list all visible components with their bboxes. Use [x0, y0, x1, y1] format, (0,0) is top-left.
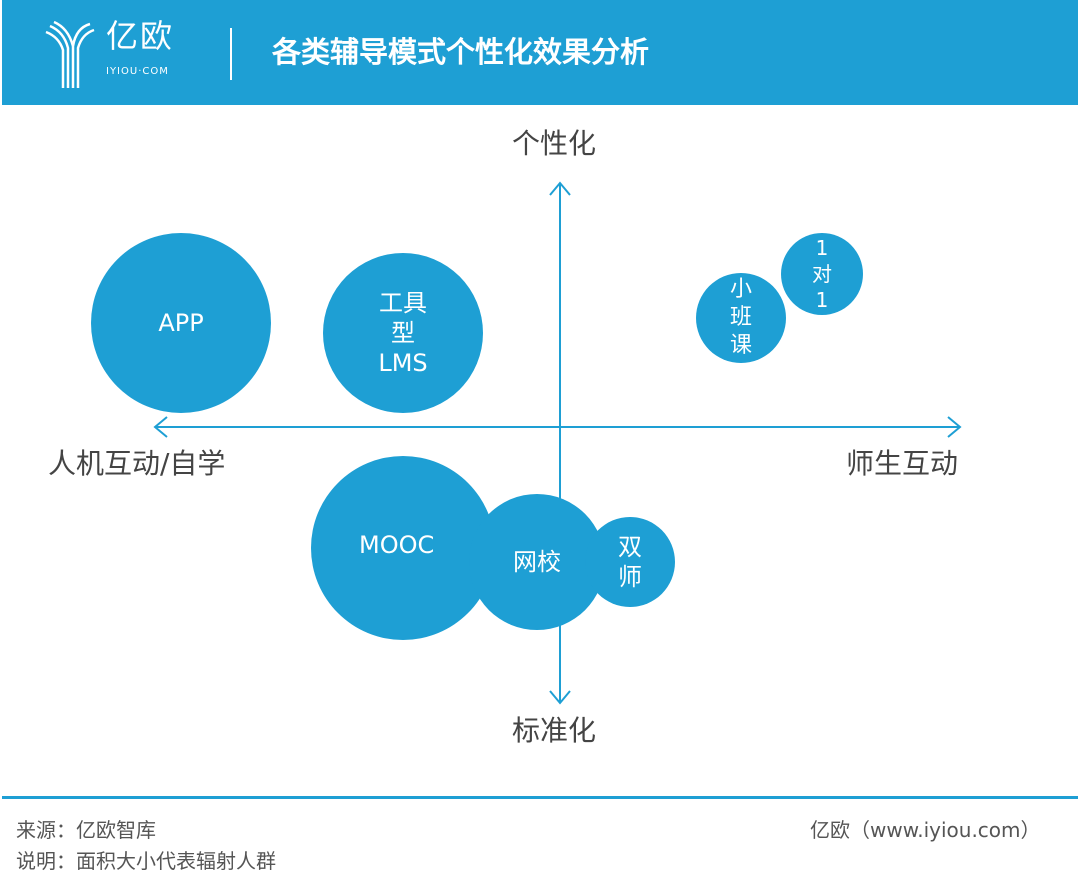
header-divider [230, 28, 232, 80]
bubble-label: 课 [729, 333, 752, 358]
arrow-left-icon [153, 416, 168, 438]
bubble-label: 1 [815, 288, 829, 312]
iyiou-logo-icon [45, 20, 95, 88]
bubble-label: 1 [815, 236, 829, 260]
page-title: 各类辅导模式个性化效果分析 [272, 35, 650, 69]
bubble-small-class: 小班课 [696, 273, 786, 363]
site-credit: 亿欧（www.iyiou.com） [810, 818, 1041, 842]
bubble-label: 型 [391, 319, 415, 347]
axis-label-left: 人机互动/自学 [48, 447, 226, 480]
bubble-label: 班 [729, 305, 752, 330]
axis-label-top: 个性化 [512, 127, 597, 160]
axis-label-right: 师生互动 [846, 447, 959, 480]
arrow-right-icon [947, 416, 962, 438]
arrow-up-icon [549, 181, 571, 196]
bubble-app: APP [91, 233, 271, 413]
bubble-mooc: MOOC [311, 456, 495, 640]
axis-label-bottom: 标准化 [512, 714, 597, 747]
bubble-dual-teacher: 双师 [585, 517, 675, 607]
bubble-label: 工具 [379, 289, 427, 317]
bubble-label: 网校 [513, 548, 561, 576]
header-bar: 亿欧 IYIOU·COM 各类辅导模式个性化效果分析 [2, 0, 1078, 105]
bubble-label: 对 [812, 262, 832, 286]
area-note: 说明：面积大小代表辐射人群 [16, 849, 276, 873]
bubble-label: 师 [618, 563, 642, 591]
source-note: 来源：亿欧智库 [16, 818, 156, 842]
bubble-label: MOOC [359, 531, 435, 559]
bubble-label: APP [158, 309, 204, 337]
bubble-label: 双 [618, 533, 642, 561]
logo-domain: IYIOU·COM [106, 66, 169, 77]
bubble-online-school: 网校 [469, 494, 605, 630]
arrow-down-icon [549, 690, 571, 705]
logo-text: 亿欧 [106, 17, 175, 55]
bubble-label: 小 [729, 277, 752, 302]
bubble-label: LMS [378, 349, 428, 377]
footer-divider [2, 796, 1078, 799]
